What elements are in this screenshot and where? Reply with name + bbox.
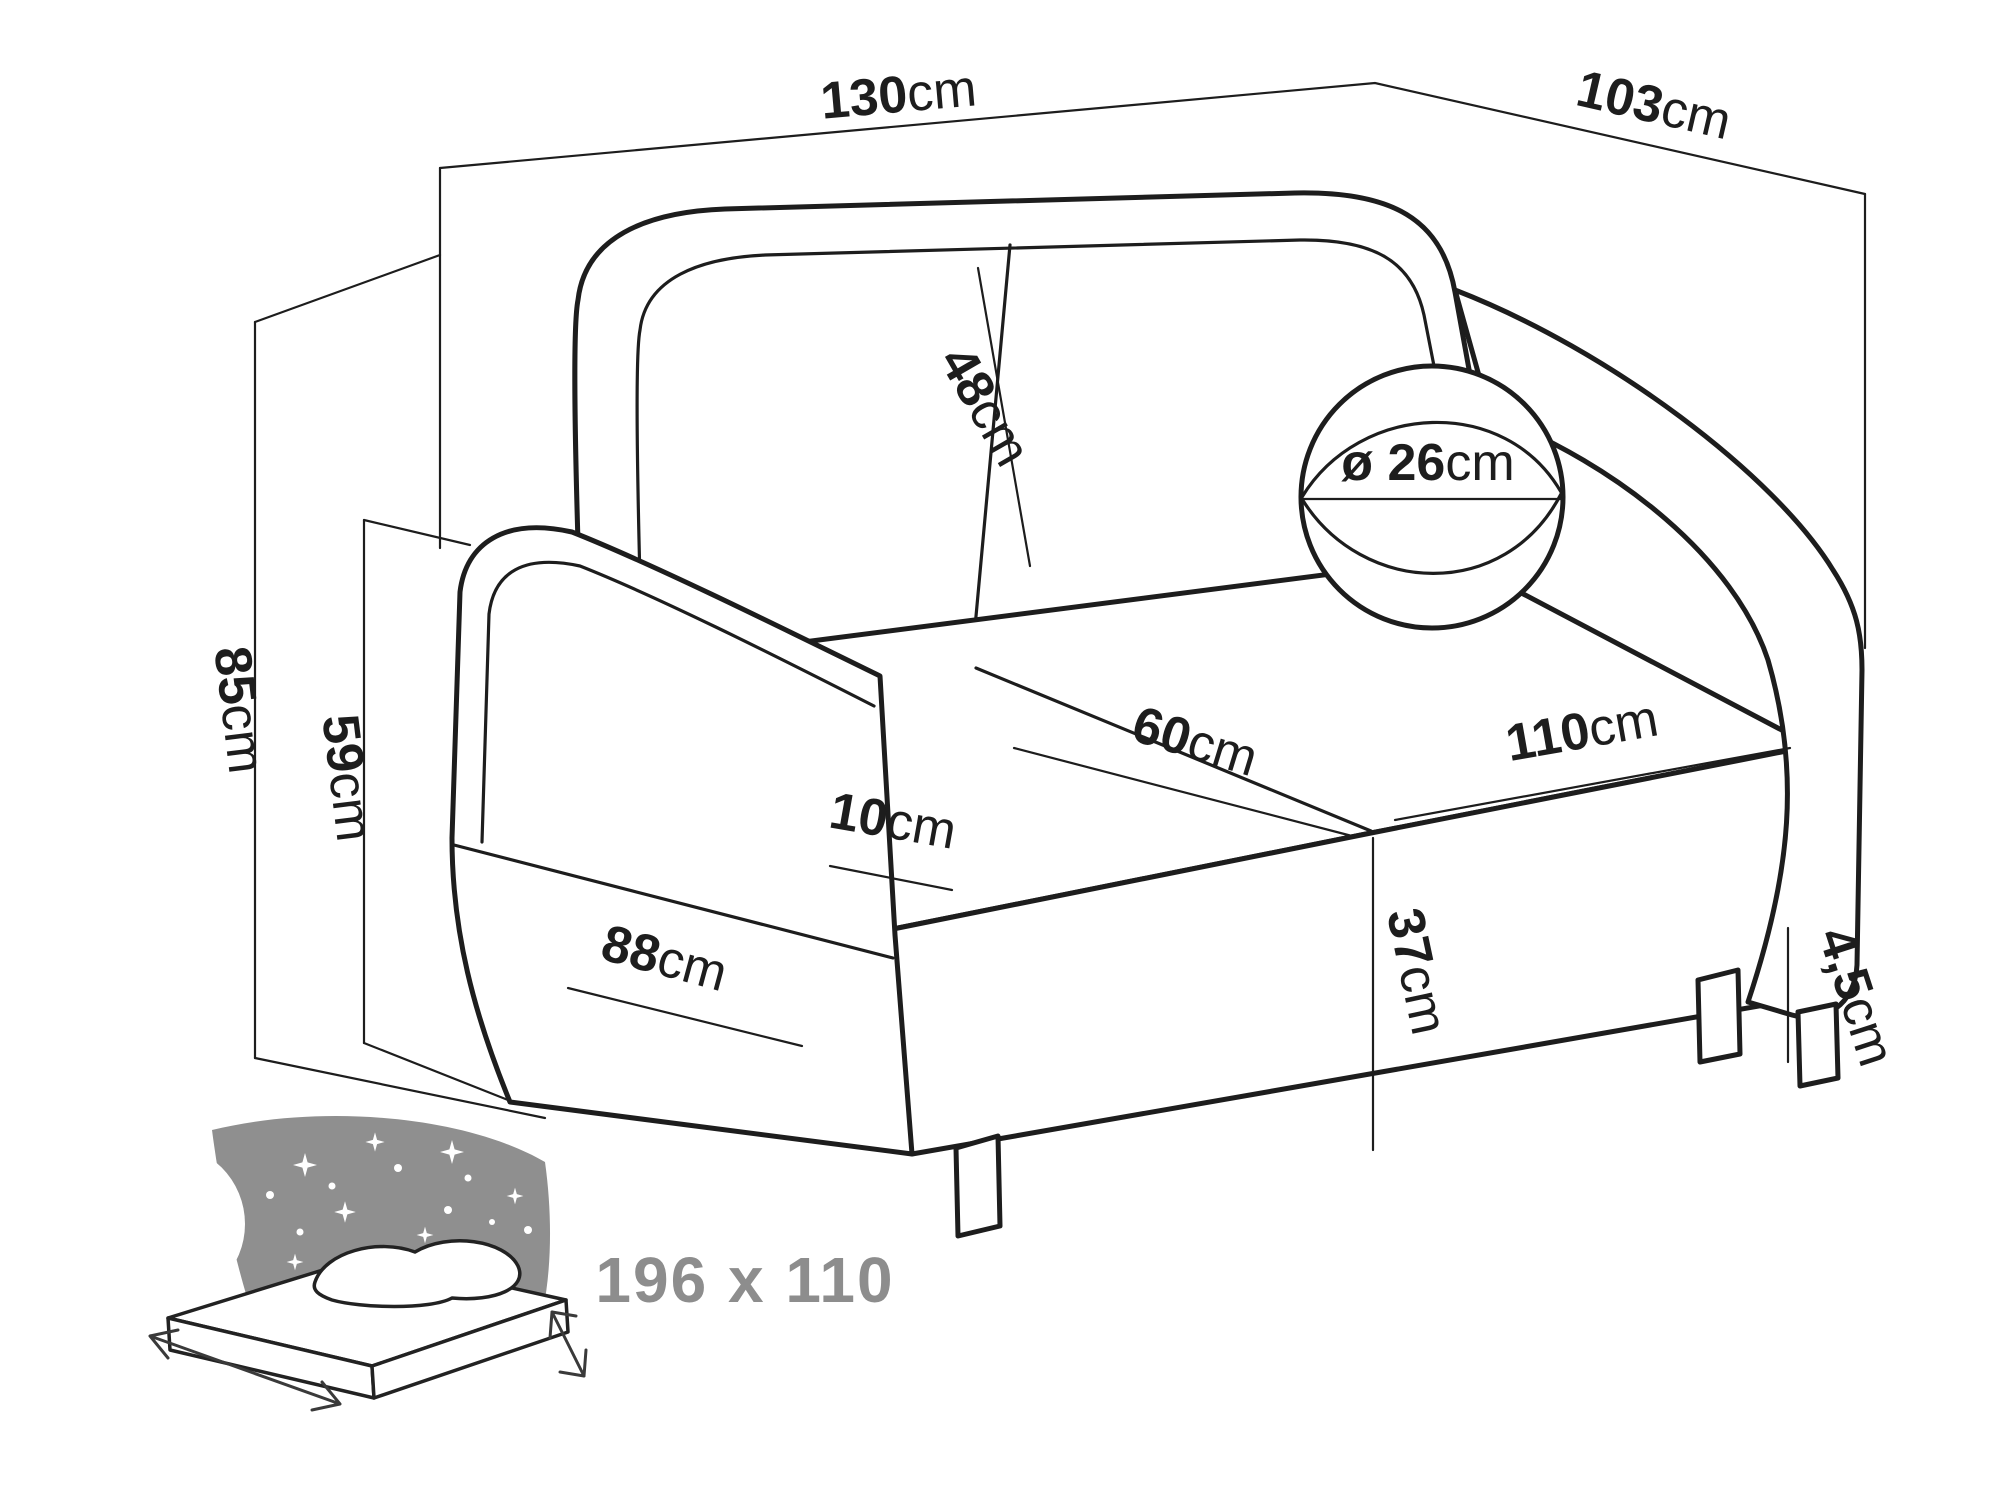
dimension-detail-lines [566,266,1792,1152]
backrest-inner-seam [635,238,1447,657]
dim-pillow-diameter-label: ø 26cm [1341,434,1514,492]
left-arm-outline [449,525,915,1157]
bolster-circle [1298,363,1566,631]
star-icon [416,1226,434,1244]
arm-height-bottom-connector [362,1041,510,1102]
sleeping-function-icon: 196 x 110 [85,1116,894,1412]
star-icon [365,1132,385,1152]
star-dot [489,1219,495,1225]
backrest-center-seam [970,243,1012,662]
star-dot [266,1191,274,1199]
bed-mattress [166,1239,570,1400]
back-cushion-height-line [976,266,1032,568]
star-icon [286,1253,304,1271]
left-arm-top-seam [480,560,876,844]
box-top-edges-line [438,81,1867,196]
star-dot [444,1206,452,1214]
star-dot [328,1182,336,1190]
base-front-width-line [566,986,804,1048]
star-dot [296,1228,304,1236]
front-left-leg [953,1133,1003,1239]
dim-seat-height-label: 37cm [1375,903,1458,1039]
backrest-outline [572,190,1483,671]
mattress-side-face [370,1298,570,1400]
dim-arm-height-label: 59cm [310,711,383,844]
bolster-lower-seam [1300,492,1563,575]
dim-seat-width-label: 110cm [1502,689,1663,773]
left-base-seam [452,843,895,960]
front-right-leg [1695,967,1743,1065]
star-icon [506,1187,524,1205]
total-height-top-connector [253,253,442,324]
right-side-leg [1795,1001,1841,1089]
star-dot [524,1226,532,1234]
bed-length-arrow [148,1328,342,1412]
seat-width-line [1393,746,1792,822]
bolster-pillow [1298,363,1566,631]
bolster-upper-seam [1300,420,1563,499]
seat-center-seam [974,666,1373,833]
sofa-drawing [449,190,1865,1239]
arm-height-top-connector [362,518,472,547]
star-dot [464,1174,472,1182]
bed-blanket-crescent-cut [85,1144,245,1304]
seat-depth-line [1012,746,1354,838]
star-dot [394,1164,402,1172]
dim-width-top-label: 130cm [818,59,979,130]
star-icon [334,1201,356,1223]
star-icon [293,1153,317,1177]
star-icon [440,1140,464,1164]
bed-dimension-arrows [148,1310,588,1412]
dim-arm-width-label: 10cm [825,782,960,861]
bed-width-arrow [548,1310,588,1378]
bed-pillow [312,1239,522,1309]
dimension-box-lines [253,81,1867,1120]
sofa-legs [953,967,1841,1239]
dim-total-height-label: 85cm [202,643,275,776]
dimension-labels: 130cm 103cm 48cm ø 26cm 85cm 59cm 60cm 1… [202,59,1905,1073]
sleeping-area-label: 196 x 110 [595,1244,894,1316]
total-height-bottom-connector [253,1056,547,1120]
arm-width-line [828,864,954,892]
dim-depth-top-label: 103cm [1571,60,1736,152]
